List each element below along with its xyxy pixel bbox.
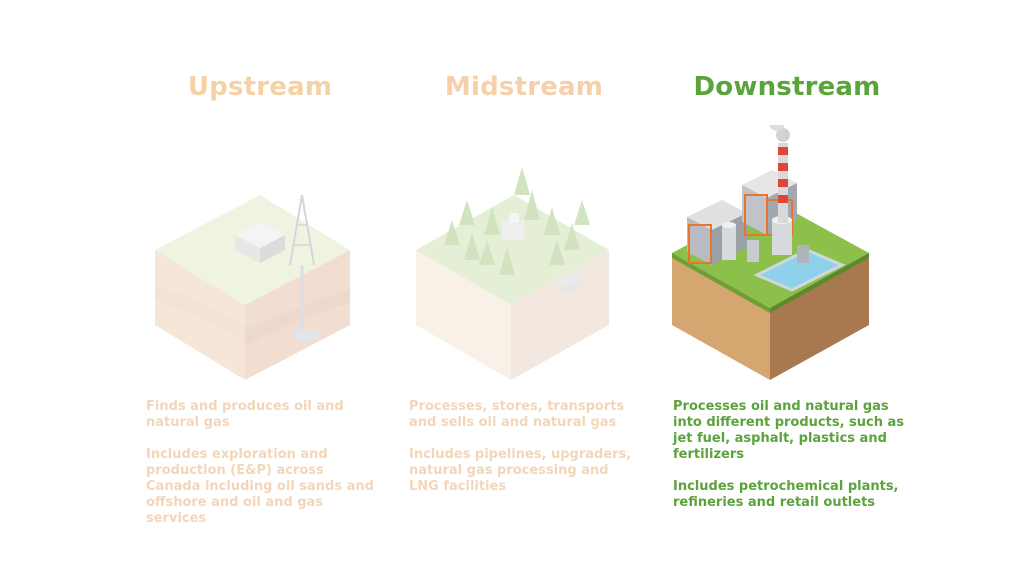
upstream-title: Upstream (187, 72, 333, 102)
midstream-title: Midstream (444, 72, 604, 102)
downstream-summary: Processes oil and natural gas into diffe… (673, 399, 905, 462)
upstream-details: Includes exploration and production (E&P… (146, 447, 374, 526)
midstream-description: Processes, stores, transports and sells … (409, 399, 641, 511)
upstream-summary: Finds and produces oil and natural gas (146, 399, 344, 430)
downstream-column: Downstream (667, 0, 907, 576)
downstream-illustration (672, 125, 869, 380)
midstream-details: Includes pipelines, upgraders, natural g… (409, 447, 632, 494)
downstream-title: Downstream (693, 72, 881, 102)
upstream-column: Upstream Finds and produces oil and natu… (140, 0, 380, 576)
downstream-description: Processes oil and natural gas into diffe… (673, 399, 905, 527)
midstream-column: Midstream (404, 0, 644, 576)
upstream-illustration (155, 194, 350, 380)
midstream-illustration (416, 167, 609, 380)
upstream-description: Finds and produces oil and natural gas I… (146, 399, 378, 543)
midstream-summary: Processes, stores, transports and sells … (409, 399, 625, 430)
downstream-details: Includes petrochemical plants, refinerie… (673, 479, 899, 510)
